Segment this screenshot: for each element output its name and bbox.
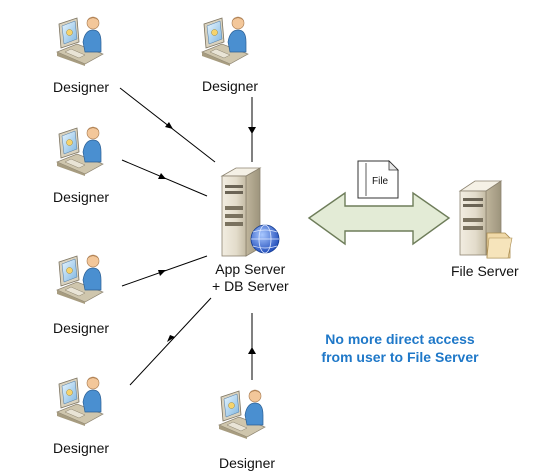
- app-server-label-line1: App Server: [215, 261, 286, 277]
- designer-label: Designer: [53, 440, 110, 456]
- note-line2: from user to File Server: [321, 349, 479, 365]
- app-server-label-line2: + DB Server: [212, 278, 289, 294]
- document-label: File: [372, 176, 389, 187]
- app-server-label: App Server + DB Server: [212, 261, 289, 295]
- wire-arrowhead: [165, 122, 173, 129]
- workstation-user-icon: [55, 372, 105, 431]
- workstation-user-icon: [217, 385, 267, 444]
- wire-arrowhead: [167, 335, 175, 342]
- workstation-user-icon: [200, 12, 250, 71]
- document-icon: [357, 160, 399, 199]
- wire-arrowhead: [158, 270, 166, 276]
- wire-arrowhead: [248, 347, 256, 354]
- designer-label: Designer: [53, 320, 110, 336]
- wire-arrowhead: [248, 127, 256, 134]
- note-line1: No more direct access: [325, 331, 475, 347]
- wire-arrowhead: [158, 173, 166, 179]
- workstation-user-icon: [55, 250, 105, 309]
- wire-designer-5: [129, 297, 212, 386]
- server-globe-icon: [220, 167, 280, 257]
- designer-label: Designer: [202, 78, 259, 94]
- designer-label: Designer: [219, 455, 276, 471]
- workstation-user-icon: [55, 12, 105, 71]
- designer-label: Designer: [53, 189, 110, 205]
- file-server-label: File Server: [451, 263, 519, 279]
- workstation-user-icon: [55, 122, 105, 181]
- server-folder-icon: [458, 180, 513, 259]
- note-text: No more direct access from user to File …: [300, 330, 500, 366]
- transfer-double-arrow: [307, 191, 451, 246]
- designer-label: Designer: [53, 79, 110, 95]
